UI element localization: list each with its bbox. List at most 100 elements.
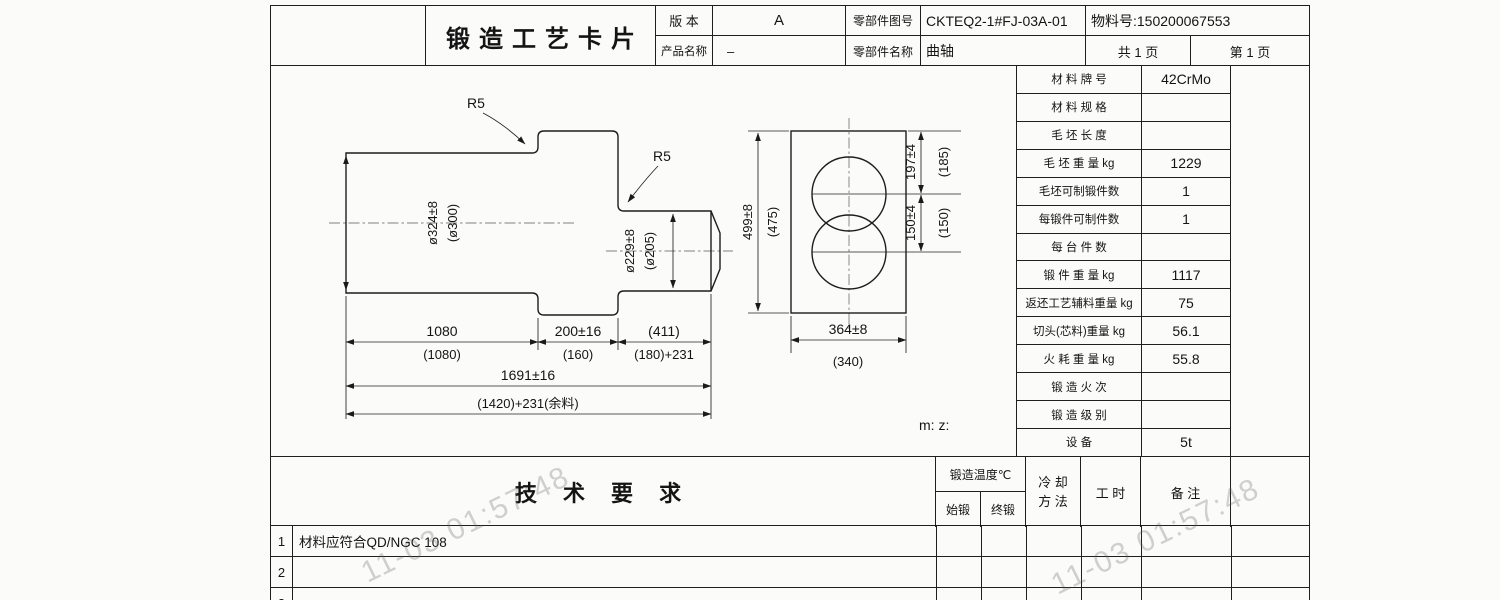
end-view bbox=[790, 130, 907, 314]
version-value: A bbox=[713, 6, 846, 36]
remarks-header: 备 注 bbox=[1141, 457, 1231, 527]
dim-throw-top: 197±4 bbox=[903, 144, 918, 180]
row-label: 锻 造 火 次 bbox=[1017, 373, 1142, 401]
shaft-profile bbox=[345, 130, 721, 316]
technical-drawing: R5 R5 ø324±8 (ø300) ø229±8 (ø205) 1080 (… bbox=[329, 95, 961, 433]
row-label: 毛 坯 重 量 kg bbox=[1017, 149, 1142, 177]
dim-length-3: (411) bbox=[648, 323, 680, 339]
row-value bbox=[1142, 234, 1230, 261]
end-forge-header: 终锻 bbox=[981, 492, 1026, 527]
fillet-radius-label: R5 bbox=[653, 148, 671, 164]
centerlines bbox=[329, 118, 850, 329]
tech-requirements-block: 技 术 要 求 锻造温度℃ 始锻 终锻 冷 却 方 法 工 时 备 注 bbox=[271, 456, 1309, 527]
column-separator bbox=[1026, 526, 1027, 600]
dim-throw-top-paren: (185) bbox=[936, 147, 951, 177]
row-value bbox=[1142, 94, 1230, 121]
cooling-method-header: 冷 却 方 法 bbox=[1026, 457, 1081, 527]
row-label: 锻 造 级 别 bbox=[1017, 401, 1142, 428]
material-table: 材 料 牌 号 42CrMo 材 料 规 格 毛 坯 长 度 毛 坯 重 量 kg… bbox=[1016, 66, 1231, 456]
part-name-label: 零部件名称 bbox=[846, 36, 921, 66]
dim-throw-bottom: 150±4 bbox=[903, 205, 918, 241]
dim-dia-left-paren: (ø300) bbox=[445, 204, 460, 242]
column-separator bbox=[1141, 526, 1142, 600]
table-row: 毛 坯 重 量 kg 1229 bbox=[1017, 149, 1230, 178]
journal-circle-top bbox=[811, 156, 887, 232]
table-row: 每锻件可制件数 1 bbox=[1017, 205, 1230, 234]
dim-total-length-paren: (1420)+231(余料) bbox=[477, 396, 579, 411]
table-row: 锻 件 重 量 kg 1117 bbox=[1017, 261, 1230, 290]
row-value: 5t bbox=[1180, 434, 1192, 451]
dim-end-width-paren: (340) bbox=[833, 354, 863, 369]
requirement-text: 材料应符合QD/NGC 108 bbox=[299, 535, 447, 550]
dim-length-3-paren: (180)+231 bbox=[634, 347, 694, 362]
cooling-line1: 冷 却 bbox=[1038, 474, 1068, 490]
row-value: 1117 bbox=[1171, 266, 1201, 283]
row-label: 锻 件 重 量 kg bbox=[1017, 261, 1142, 289]
row-label: 毛坯可制锻件数 bbox=[1017, 177, 1142, 205]
material-no: 物料号:150200067553 bbox=[1086, 6, 1309, 36]
table-row: 材 料 规 格 bbox=[1017, 93, 1230, 122]
row-number: 2 bbox=[271, 557, 293, 587]
column-separator bbox=[1231, 526, 1232, 600]
row-value: 56.1 bbox=[1172, 322, 1200, 339]
dim-length-1: 1080 bbox=[426, 323, 457, 339]
row-label: 每 台 件 数 bbox=[1017, 233, 1142, 261]
journal-circle-bottom bbox=[811, 214, 887, 290]
row-value: 42CrMo bbox=[1161, 71, 1211, 88]
product-name-label: 产品名称 bbox=[656, 36, 713, 66]
fillet-leader-1 bbox=[482, 112, 526, 145]
row-value bbox=[1142, 122, 1230, 149]
total-pages: 共 1 页 bbox=[1086, 36, 1191, 66]
drawing-note: m: z: bbox=[919, 417, 949, 433]
row-value: 1 bbox=[1182, 183, 1190, 200]
dimension-lines bbox=[343, 131, 924, 417]
part-drawing-no-label: 零部件图号 bbox=[846, 6, 921, 36]
row-value: 1 bbox=[1182, 211, 1190, 228]
table-row: 锻 造 级 别 bbox=[1017, 401, 1230, 429]
row-label: 返还工艺辅料重量 kg bbox=[1017, 289, 1142, 317]
row-value: 1229 bbox=[1170, 155, 1202, 172]
part-name-value: 曲轴 bbox=[921, 36, 1086, 66]
forging-temp-header: 锻造温度℃ bbox=[936, 457, 1026, 492]
version-label: 版 本 bbox=[656, 6, 713, 36]
column-separator bbox=[981, 526, 982, 600]
row-label: 材 料 牌 号 bbox=[1017, 66, 1142, 93]
extension-lines bbox=[345, 130, 961, 419]
requirement-row: 3 bbox=[271, 588, 1309, 600]
dim-total-length: 1691±16 bbox=[501, 367, 556, 383]
dim-length-2: 200±16 bbox=[555, 323, 602, 339]
work-hours-header: 工 时 bbox=[1081, 457, 1141, 527]
row-label: 火 耗 重 量 kg bbox=[1017, 345, 1142, 373]
row-label: 材 料 规 格 bbox=[1017, 93, 1142, 121]
table-row: 每 台 件 数 bbox=[1017, 233, 1230, 262]
table-row: 毛 坯 长 度 bbox=[1017, 121, 1230, 150]
dim-length-2-paren: (160) bbox=[563, 347, 593, 362]
dim-end-height-paren: (475) bbox=[765, 207, 780, 237]
column-separator bbox=[1081, 526, 1082, 600]
dim-end-width: 364±8 bbox=[829, 321, 868, 337]
page-number: 第 1 页 bbox=[1229, 44, 1271, 60]
title-block: 锻造工艺卡片 版 本 产品名称 A – 零部件图号 零部件名称 CKTEQ2-1… bbox=[271, 6, 1309, 66]
dim-dia-left: ø324±8 bbox=[425, 201, 440, 245]
header-spacer-cell bbox=[271, 6, 426, 66]
forging-process-card-sheet: 锻造工艺卡片 版 本 产品名称 A – 零部件图号 零部件名称 CKTEQ2-1… bbox=[270, 5, 1310, 600]
dim-dia-right: ø229±8 bbox=[622, 229, 637, 273]
table-row: 材 料 牌 号 42CrMo bbox=[1017, 66, 1230, 94]
requirement-row: 2 bbox=[271, 557, 1309, 588]
dim-end-height: 499±8 bbox=[740, 204, 755, 240]
dim-dia-right-paren: (ø205) bbox=[642, 232, 657, 270]
product-name-value: – bbox=[713, 36, 846, 66]
fillet-radius-label: R5 bbox=[467, 95, 485, 111]
table-row: 锻 造 火 次 bbox=[1017, 373, 1230, 402]
tech-requirements-title: 技 术 要 求 bbox=[271, 457, 936, 527]
dim-throw-bottom-paren: (150) bbox=[936, 208, 951, 238]
fillet-leader-2 bbox=[627, 165, 659, 203]
start-forge-header: 始锻 bbox=[936, 492, 981, 527]
row-value bbox=[1142, 373, 1230, 400]
part-drawing-no-value: CKTEQ2-1#FJ-03A-01 bbox=[921, 6, 1086, 36]
row-label: 每锻件可制件数 bbox=[1017, 205, 1142, 233]
row-value: 55.8 bbox=[1172, 350, 1200, 367]
